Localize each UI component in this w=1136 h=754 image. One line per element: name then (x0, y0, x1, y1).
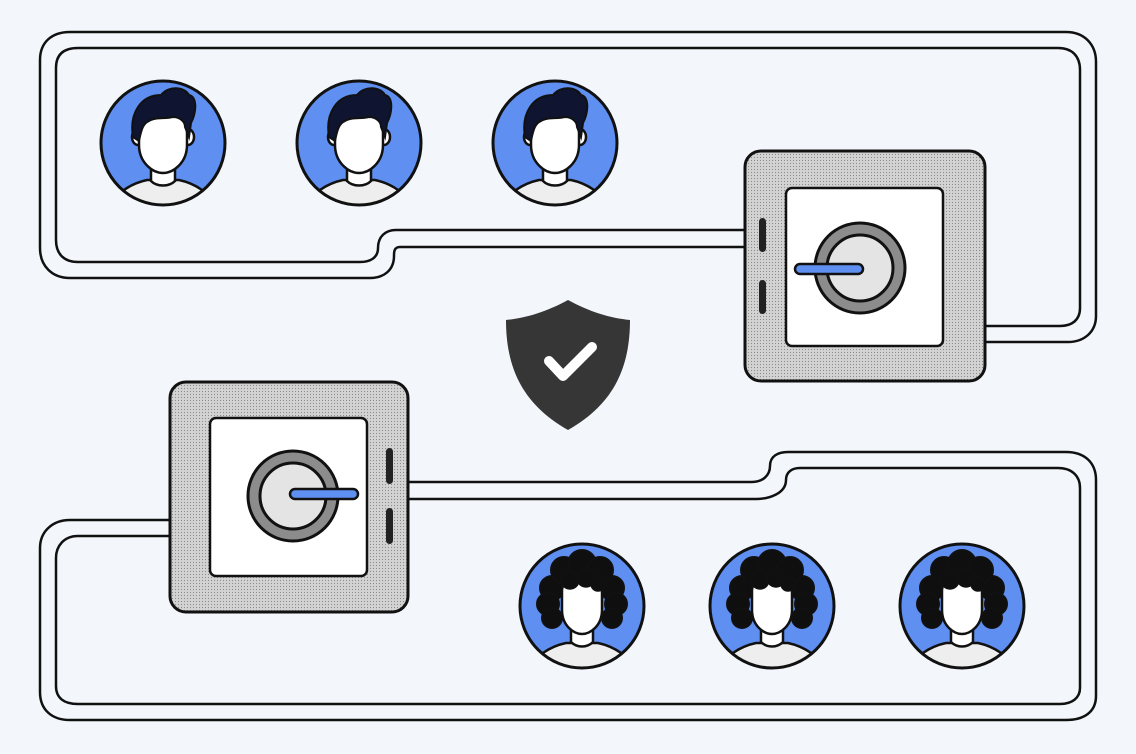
padlock-dial-icon (743, 149, 987, 383)
person-curly-hair-icon (900, 544, 1024, 672)
connection-cable-top (38, 30, 1098, 344)
person-curly-hair-icon (710, 544, 834, 672)
person-curly-hair-icon (520, 544, 644, 672)
user-group-top (101, 81, 617, 209)
padlock-dial-icon (168, 380, 410, 614)
person-short-hair-icon (101, 81, 225, 209)
person-short-hair-icon (297, 81, 421, 209)
connection-cable-bottom (38, 450, 1098, 722)
shield-check-icon (506, 300, 630, 430)
person-short-hair-icon (493, 81, 617, 209)
user-group-bottom (520, 544, 1024, 672)
